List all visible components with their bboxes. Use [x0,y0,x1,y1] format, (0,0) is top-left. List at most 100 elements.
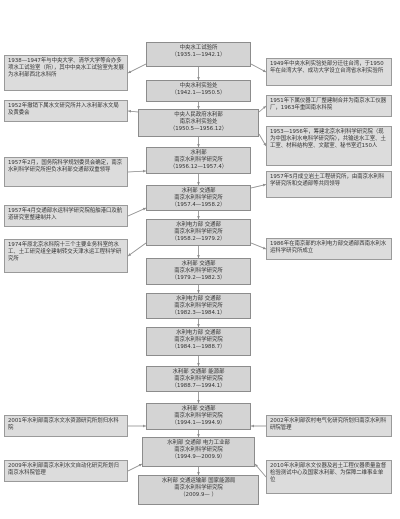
m11-line-2: 南京水利科学研究院 [174,413,223,419]
r6-line-1: 2002年水利部农村电气化研究所划归南京水利科研院管理 [270,418,387,431]
left-node-6: 2001年水利部南京水文水资源研究所划归水科院 [4,415,128,437]
m6-line-2: 南京水利科学研究所 [174,229,223,235]
r7-line-1: 2010年水利部水文仪器及岩土工程仪器质量监督检验测试中心及国家水利部、为保障二… [270,463,387,483]
right-link-5-head [262,246,266,250]
right-link-4-head [262,183,266,187]
right-link-3-head [263,142,266,146]
main-node-10: 水利部 交通部 能源部南京水利科学研究院（1988.7—1994.1） [146,366,251,392]
right-link-7-head [255,464,258,468]
m9-line-3: （1984.1—1988.7） [171,344,226,350]
main-node-11: 水利部 交通部南京水利科学研究院（1994.1—1994.9） [146,403,251,430]
m10-line-1: 水利部 交通部 能源部 [172,369,225,375]
spine-arrow-12-head [197,472,200,475]
m8-line-2: 南京水利科学研究所 [174,303,223,309]
main-node-12: 水利部 交通部 电力工业部南京水利科学研究院（1994.9—2009.9） [142,437,255,467]
m1-line-1: 中央水工试验所 [179,45,218,51]
left-link-7-head [138,464,142,467]
right-node-4: 1957年5月成立岩土工程研究所，由南京水利科学研究所和交通部等共同领导 [266,171,392,198]
spine-arrow-6-head [197,255,200,258]
m9-line-1: 水利电力部 交通部 [176,330,221,336]
right-link-1-head [262,69,266,72]
r4-line-1: 1957年5月成立岩土工程研究所，由南京水利科学研究所和交通部等共同领导 [270,174,385,187]
m3-line-2: 南京水利实验处 [179,119,218,125]
left-link-1 [127,63,147,74]
spine-arrow-7-head [197,290,200,293]
right-node-6: 2002年水利部农村电气化研究所划归南京水利科研院管理 [266,415,392,437]
m7-line-3: （1979.2—1982.3） [171,275,226,281]
m2-line-1: 中央水利实验处 [179,83,218,89]
left-link-5 [127,242,147,257]
m8-line-3: （1982.3—1984.1） [171,310,226,316]
right-link-2-head [262,106,266,109]
spine-arrow-9-head [197,363,200,366]
right-node-5: 1986年在南京部的水利电力部交通部西南水利水运科学研究所成立 [266,238,392,260]
right-node-1: 1949年中央水利实验处部分迁往台湾，于1950年在台湾大学、成功大学设立台湾省… [266,58,392,86]
m4-line-1: 水利部 [190,150,207,156]
spine-arrow-4-head [197,182,200,185]
spine-arrow-10-head [197,400,200,403]
right-link-6-head [251,424,254,428]
main-node-1: 中央水工试验所（1935.1—1942.1） [146,42,251,67]
left-node-2: 1952年撤销下属水文研究所并入水利部水文局及黄委会 [4,100,128,122]
l6-line-1: 2001年水利部南京水文水资源研究所划归水科院 [8,418,119,431]
m5-line-2: 南京水利科学研究所 [174,195,223,201]
r5-line-1: 1986年在南京部的水利电力部交通部西南水利水运科学研究所成立 [270,241,387,254]
l1-line-1: 1938—1947年与中央大学、清华大学等合办多项水工试验室（所），其中中央水工… [8,58,124,78]
left-node-4: 1957年4月交通部水运科学研究院船舶港口及航道研究室整建制并入 [4,205,128,227]
r3-line-1: 1953—1956年，筹建北京水利科学研究院（现为中国水利水电科学研究院），共输… [270,129,386,149]
m5-line-3: （1957.4—1958.2） [171,202,226,208]
left-link-6-head [143,424,146,428]
m5-line-1: 水利部 交通部 [181,188,216,194]
m10-line-2: 南京水利科学研究院 [174,376,223,382]
left-node-5: 1974年原北京水科院十三个主要业务科室的水工、土工研究组全建制转交天津水运工程… [4,239,128,273]
m12-line-3: （1994.9—2009.9） [171,454,226,460]
left-node-1: 1938—1947年与中央大学、清华大学等合办多项水工试验室（所），其中中央水工… [4,55,128,91]
spine-arrow-1-head [197,77,200,80]
right-node-7: 2010年水利部水文仪器及岩土工程仪器质量监督检验测试中心及国家水利部、为保障二… [266,460,392,494]
left-link-3 [127,170,147,173]
m12-line-2: 南京水利科学研究院 [174,447,223,453]
m7-line-1: 水利部 交通部 [181,261,216,267]
m2-line-2: （1942.1—1950.5） [171,90,226,96]
main-node-8: 水利电力部 交通部南京水利科学研究所（1982.3—1984.1） [146,293,251,319]
m10-line-3: （1988.7—1994.1） [171,383,226,389]
right-node-2: 1951年下属仪器工厂整建制合并为南京水工仪器厂，1963年重回南水科院 [266,95,392,117]
left-link-5-head [128,253,132,256]
main-node-6: 水利电力部 交通部南京水利科学研究所（1958.2—1979.2） [146,219,251,246]
m11-line-3: （1994.1—1994.9） [171,420,226,426]
left-link-4 [127,207,147,217]
left-link-3-head [143,169,146,173]
main-node-7: 水利部 交通部南京水利科学研究所（1979.2—1982.3） [146,258,251,285]
left-node-7: 2009年水利部南京水利水文自动化研究所划归南京水科院管理 [4,460,128,482]
m9-line-2: 南京水利科学研究院 [174,337,223,343]
m4-line-3: （1956.12—1957.4） [169,164,228,170]
m6-line-3: （1958.2—1979.2） [171,236,226,242]
spine-arrow-2-head [197,106,200,109]
right-node-3: 1953—1956年，筹建北京水利科学研究院（现为中国水利水电科学研究院），共输… [266,126,392,166]
m13-line-3: （2009.9— ） [180,492,217,498]
m11-line-1: 水利部 交通部 [181,406,216,412]
main-node-3: 中央人民政府水利部南京水利实验处（1950.5—1956.12） [138,109,259,137]
spine-arrow-8-head [197,324,200,327]
l7-line-1: 2009年水利部南京水利水文自动化研究所划归南京水科院管理 [8,463,119,476]
l5-line-1: 1974年原北京水科院十三个主要业务科室的水工、土工研究组全建制转交天津水运工程… [8,242,122,262]
m13-line-2: 南京水利科学研究院 [174,485,223,491]
left-link-1-head [128,70,132,73]
left-link-2-head [128,109,132,113]
main-node-9: 水利电力部 交通部南京水利科学研究院（1984.1—1988.7） [146,327,251,356]
left-link-4-head [142,207,146,211]
main-node-2: 中央水利实验处（1942.1—1950.5） [146,80,251,102]
l3-line-1: 1957年2月，国务院科学规划委员会确定，南京水利科学研究所担负水利部交通部双重… [8,160,123,173]
spine-arrow-3-head [197,144,200,147]
m8-line-1: 水利电力部 交通部 [176,296,221,302]
main-node-4: 水利部南京水利科学研究所（1956.12—1957.4） [146,147,251,174]
m4-line-2: 南京水利科学研究所 [174,157,223,163]
m1-line-2: （1935.1—1942.1） [171,52,226,58]
main-node-13: 水利部 交通运输部 国家能源局南京水利科学研究院（2009.9— ） [138,475,259,505]
spine-arrow-5-head [197,216,200,219]
m13-line-1: 水利部 交通运输部 国家能源局 [161,478,236,484]
m7-line-2: 南京水利科学研究所 [174,268,223,274]
m12-line-1: 水利部 交通部 电力工业部 [167,440,230,446]
